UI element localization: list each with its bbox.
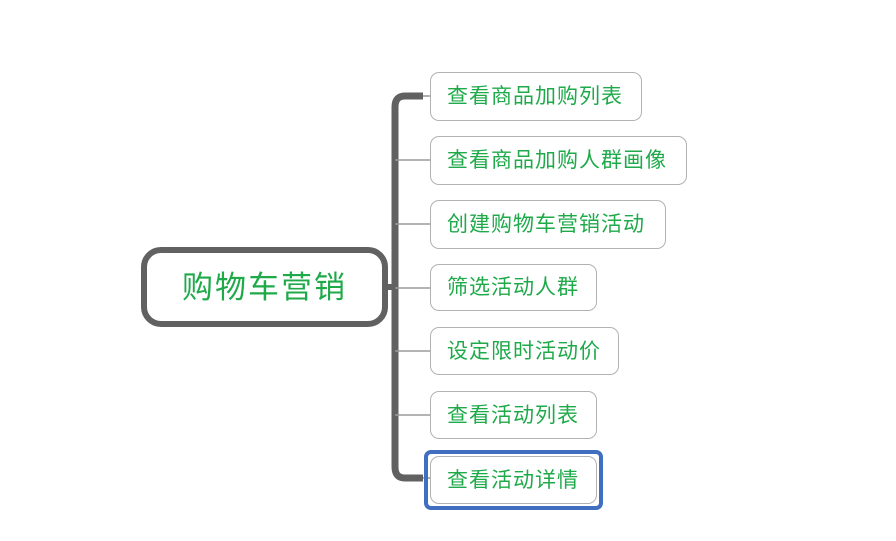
child-node[interactable]: 查看活动详情 [430,456,597,504]
child-node[interactable]: 创建购物车营销活动 [430,200,666,249]
child-node-label: 创建购物车营销活动 [447,213,645,236]
child-node[interactable]: 查看活动列表 [430,391,597,439]
child-node-label: 查看活动列表 [447,403,579,427]
root-node[interactable]: 购物车营销 [141,247,388,327]
child-node-label: 设定限时活动价 [447,339,601,363]
child-node-label: 查看商品加购人群画像 [447,149,667,172]
selection-highlight [424,450,603,510]
root-node-label: 购物车营销 [182,269,347,305]
child-node-label: 查看活动详情 [447,468,579,492]
child-node-label: 查看商品加购列表 [447,85,623,108]
child-node[interactable]: 查看商品加购列表 [430,72,642,121]
child-node-label: 筛选活动人群 [447,276,579,299]
child-node[interactable]: 筛选活动人群 [430,264,597,311]
trunk-spine [391,92,423,482]
child-node[interactable]: 查看商品加购人群画像 [430,136,687,185]
child-node[interactable]: 设定限时活动价 [430,327,619,375]
